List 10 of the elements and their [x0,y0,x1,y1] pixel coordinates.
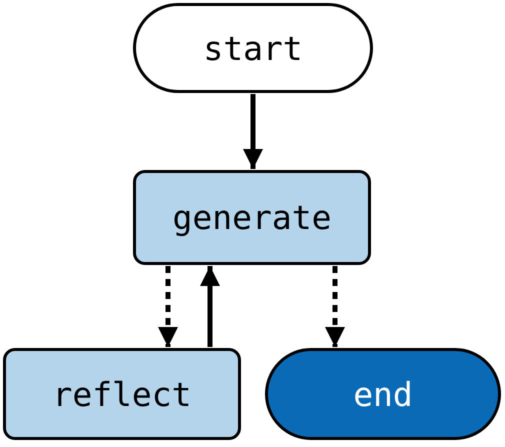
node-label: start [203,28,303,68]
node-label: generate [172,198,332,237]
dashed-arrow [325,266,345,347]
node-label: end [353,374,413,414]
dashed-arrow [158,266,178,347]
arrow [200,266,220,347]
process-box [3,348,241,440]
arrow [243,94,263,169]
process-box [133,170,371,265]
node-label: reflect [52,374,192,414]
